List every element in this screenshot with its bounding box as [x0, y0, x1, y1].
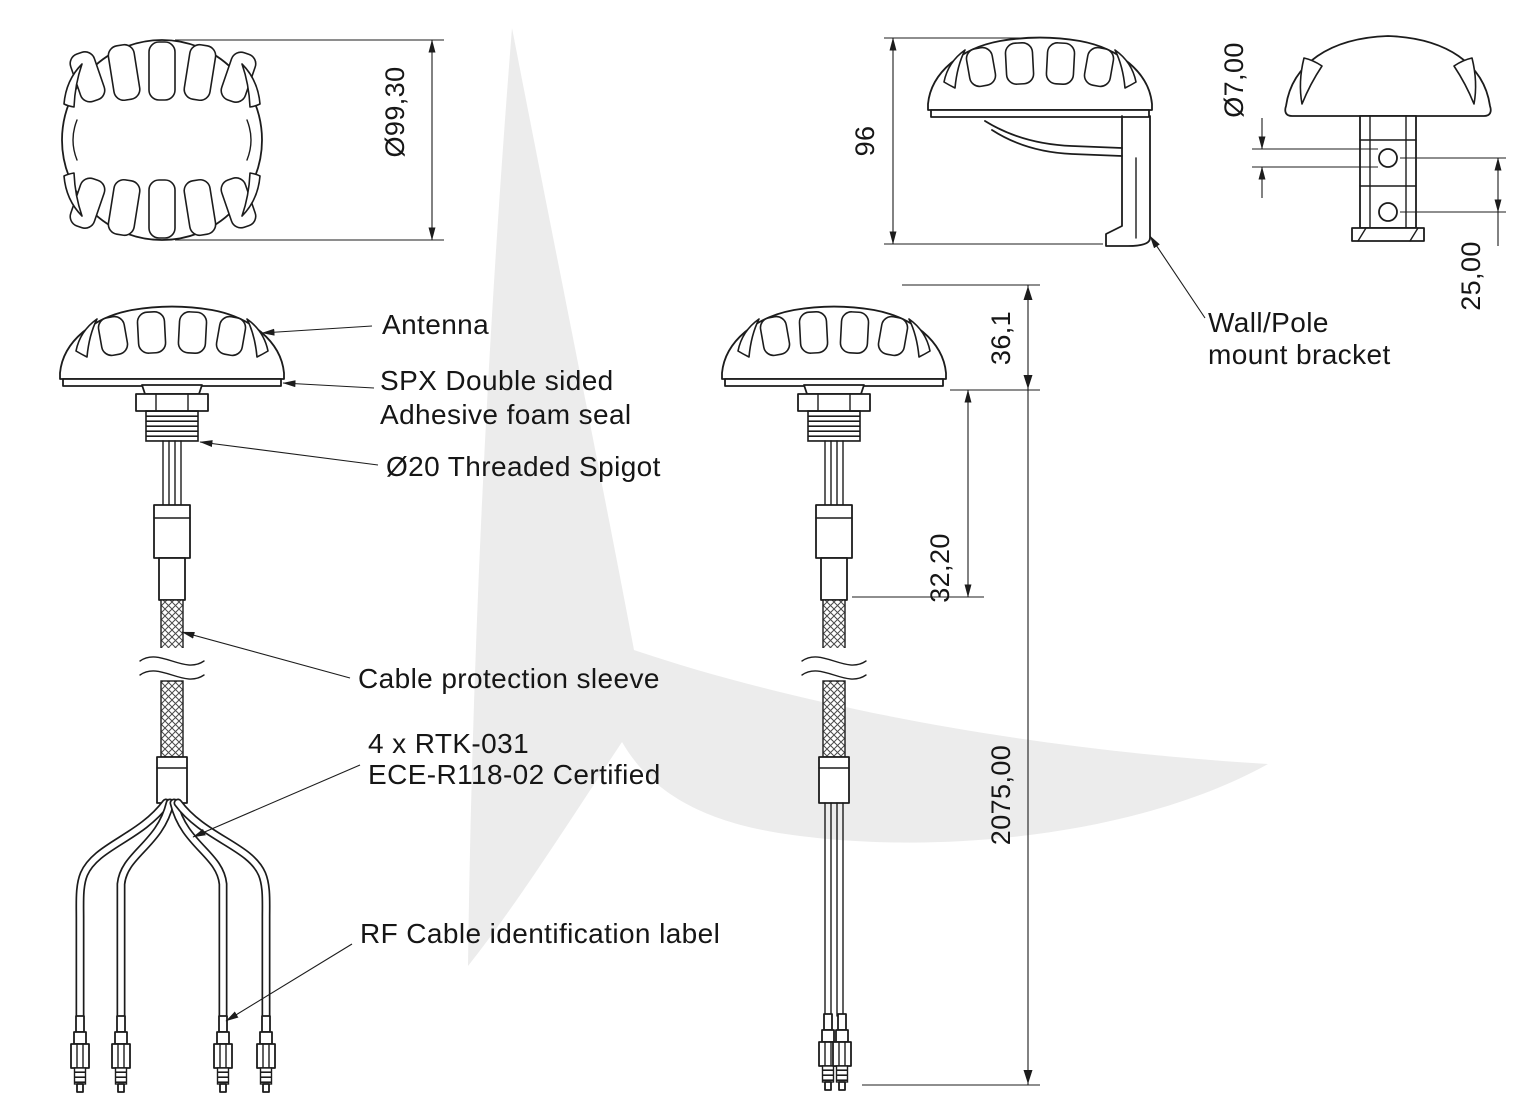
top-view: Ø99,30	[61, 39, 444, 241]
dim-label-36-1: 36,1	[986, 311, 1016, 365]
label-bracket-line2: mount bracket	[1208, 339, 1391, 370]
dim-label-32-20: 32,20	[925, 533, 955, 603]
leader-sleeve	[181, 631, 351, 679]
leader-foam-seal	[282, 380, 375, 389]
label-cable-cert-line1: 4 x RTK-031	[368, 728, 529, 759]
cable-fanout	[75, 798, 271, 1021]
mount-bracket-side	[984, 115, 1151, 247]
label-foam-seal-line2: Adhesive foam seal	[380, 399, 632, 430]
mount-bracket-front	[1351, 115, 1425, 242]
dim-label-diameter-99: Ø99,30	[380, 67, 410, 158]
side-view-bracket: 96	[850, 36, 1153, 247]
dim-label-7: Ø7,00	[1219, 42, 1249, 118]
label-spigot: Ø20 Threaded Spigot	[386, 451, 661, 482]
leader-cable-cert	[192, 764, 361, 838]
label-antenna: Antenna	[382, 309, 489, 340]
leader-spigot	[199, 440, 379, 466]
dim-hole-spacing: 25,00	[1400, 157, 1506, 311]
label-foam-seal-line1: SPX Double sided	[380, 365, 614, 396]
left-assembly	[59, 305, 285, 1093]
label-bracket-line1: Wall/Pole	[1208, 307, 1329, 338]
annotations: Antenna SPX Double sided Adhesive foam s…	[181, 235, 1391, 1022]
leader-bracket	[1149, 235, 1206, 319]
dim-label-25: 25,00	[1456, 241, 1486, 311]
label-rf: RF Cable identification label	[360, 918, 720, 949]
watermark-logo	[468, 28, 1268, 966]
dim-top-view-diameter: Ø99,30	[175, 39, 444, 241]
leader-antenna	[261, 325, 373, 336]
label-sleeve: Cable protection sleeve	[358, 663, 660, 694]
cable-bundle	[824, 802, 844, 1017]
dim-label-2075: 2075,00	[986, 745, 1016, 845]
dim-right-stack: 36,1 32,20 2075,00	[852, 284, 1040, 1086]
leader-rf-label	[225, 943, 353, 1022]
right-assembly: 36,1 32,20 2075,00	[721, 284, 1040, 1091]
dim-label-96: 96	[850, 126, 880, 157]
label-cable-cert-line2: ECE-R118-02 Certified	[368, 759, 661, 790]
dim-side-height: 96	[850, 37, 1103, 245]
dim-hole-diameter: Ø7,00	[1219, 42, 1378, 198]
front-view-bracket: Ø7,00 25,00	[1219, 35, 1506, 311]
